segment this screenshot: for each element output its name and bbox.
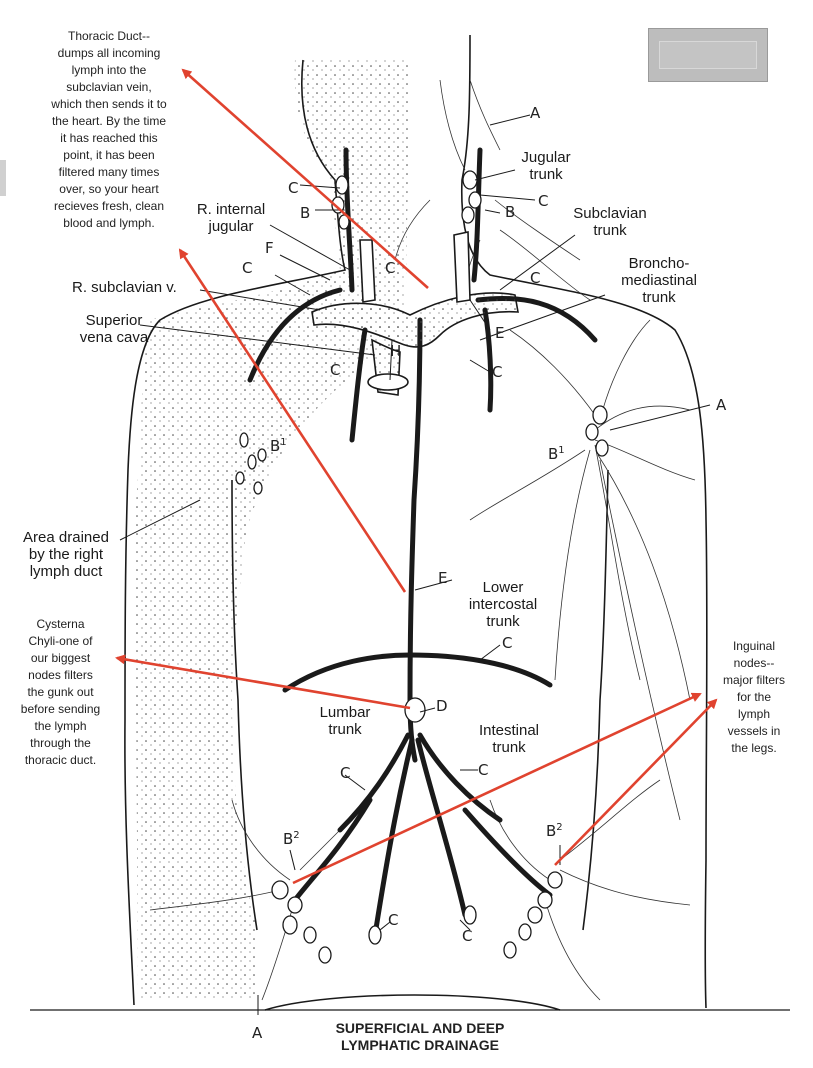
label-jugular-trunk: Jugular trunk (521, 149, 571, 183)
label-r-internal-jugular: R. internal jugular (196, 201, 266, 235)
letter-c-left-lumbar: C (340, 764, 351, 782)
letter-c-left-groin: C (388, 911, 399, 929)
letter-a-shoulder: A (716, 396, 727, 414)
lymph-nodes (235, 170, 609, 964)
letter-f: F (265, 239, 274, 257)
annotation-arrows (115, 68, 718, 885)
letter-c-right-jugular: C (288, 179, 299, 197)
letter-b-left-jugular: B (505, 203, 516, 221)
letter-e-lower: E (438, 569, 448, 587)
veins (311, 231, 519, 396)
leader-lines (119, 114, 711, 931)
label-lower-intercostal-trunk: Lower intercostal trunk (468, 579, 538, 630)
intestinal-trunk-right (415, 737, 468, 918)
label-superior-vena-cava: Superior vena cava (79, 312, 149, 346)
letter-a-bottom: A (252, 1024, 263, 1042)
letter-c-right-groin: C (462, 927, 473, 945)
letter-d: D (436, 697, 448, 715)
deep-lymph-trunks (247, 147, 598, 938)
left-jugular-trunk (471, 147, 483, 283)
internal-jugular-left (453, 231, 471, 303)
letter-c-right-intestinal: C (478, 761, 489, 779)
letter-b1-left: B1 (270, 437, 287, 455)
letter-b2-left-main: B (283, 830, 294, 848)
bronchomediastinal-left (482, 307, 494, 413)
letter-c-right-subclavian: C (242, 259, 253, 277)
iliac-right (462, 807, 553, 898)
right-subclavian-trunk (247, 287, 343, 383)
intestinal-trunk-left (372, 737, 415, 938)
letter-c-vena-cava: C (330, 361, 341, 379)
right-lumbar-trunk (417, 732, 503, 823)
vena-cava-opening (367, 373, 409, 391)
letter-a-neck: A (530, 104, 541, 122)
label-r-subclavian-v: R. subclavian v. (72, 279, 177, 296)
thoracic-duct (407, 317, 423, 763)
arrow-thoracic-duct-top (181, 68, 429, 289)
note-thoracic-duct: Thoracic Duct-- dumps all incoming lymph… (51, 29, 167, 230)
letter-b1-left-main: B (270, 437, 281, 455)
subclavian-vein (311, 292, 519, 348)
bronchomediastinal-right (349, 327, 368, 443)
note-inguinal-nodes: Inguinal nodes-- major filters for the l… (722, 639, 785, 755)
lower-intercostal-trunk (282, 652, 553, 693)
letter-b2-right-main: B (546, 822, 557, 840)
letter-c-left-subclavian: C (530, 269, 541, 287)
right-duct-drainage-area (135, 60, 410, 1000)
letter-c-bronchomediastinal: C (492, 363, 503, 381)
arrow-cysterna-chyli (115, 654, 411, 710)
letter-b1-right: B1 (548, 445, 565, 463)
iliac-left (292, 797, 373, 903)
letter-c-left-jugular: C (538, 192, 549, 210)
letter-b2-right: B2 (546, 822, 563, 840)
letter-b1-right-main: B (548, 445, 559, 463)
letter-b2-left-sup: 2 (293, 830, 300, 841)
internal-jugular-right (359, 239, 376, 303)
label-area-drained: Area drained by the right lymph duct (23, 529, 109, 580)
label-lumbar-trunk: Lumbar trunk (319, 704, 371, 738)
letter-b2-left: B2 (283, 830, 300, 848)
label-intestinal-trunk: Intestinal trunk (478, 722, 540, 756)
letter-b1-left-sup: 1 (280, 437, 287, 448)
arrow-inguinal-right (554, 698, 718, 866)
letter-e-upper: E (495, 324, 505, 342)
arrow-inguinal-left (292, 692, 702, 885)
label-bronchomediastinal-trunk: Broncho- mediastinal trunk (621, 255, 697, 306)
left-lumbar-trunk (337, 732, 411, 833)
letter-h: H (390, 342, 402, 360)
letter-b1-right-sup: 1 (558, 445, 565, 456)
arrow-thoracic-duct-mid (178, 248, 407, 593)
letter-c-center: C (385, 259, 396, 277)
redaction-box (648, 28, 768, 82)
note-cysterna-chyli: Cysterna Chyli-one of our biggest nodes … (20, 617, 101, 767)
letter-c-intercostal: C (502, 634, 513, 652)
letter-b2-right-sup: 2 (556, 822, 563, 833)
page-edge-mark (0, 160, 6, 196)
redaction-box-inner (659, 41, 757, 69)
letter-b-right-jugular: B (300, 204, 311, 222)
label-subclavian-trunk: Subclavian trunk (573, 205, 647, 239)
diagram-title: SUPERFICIAL AND DEEP LYMPHATIC DRAINAGE (335, 1020, 505, 1053)
